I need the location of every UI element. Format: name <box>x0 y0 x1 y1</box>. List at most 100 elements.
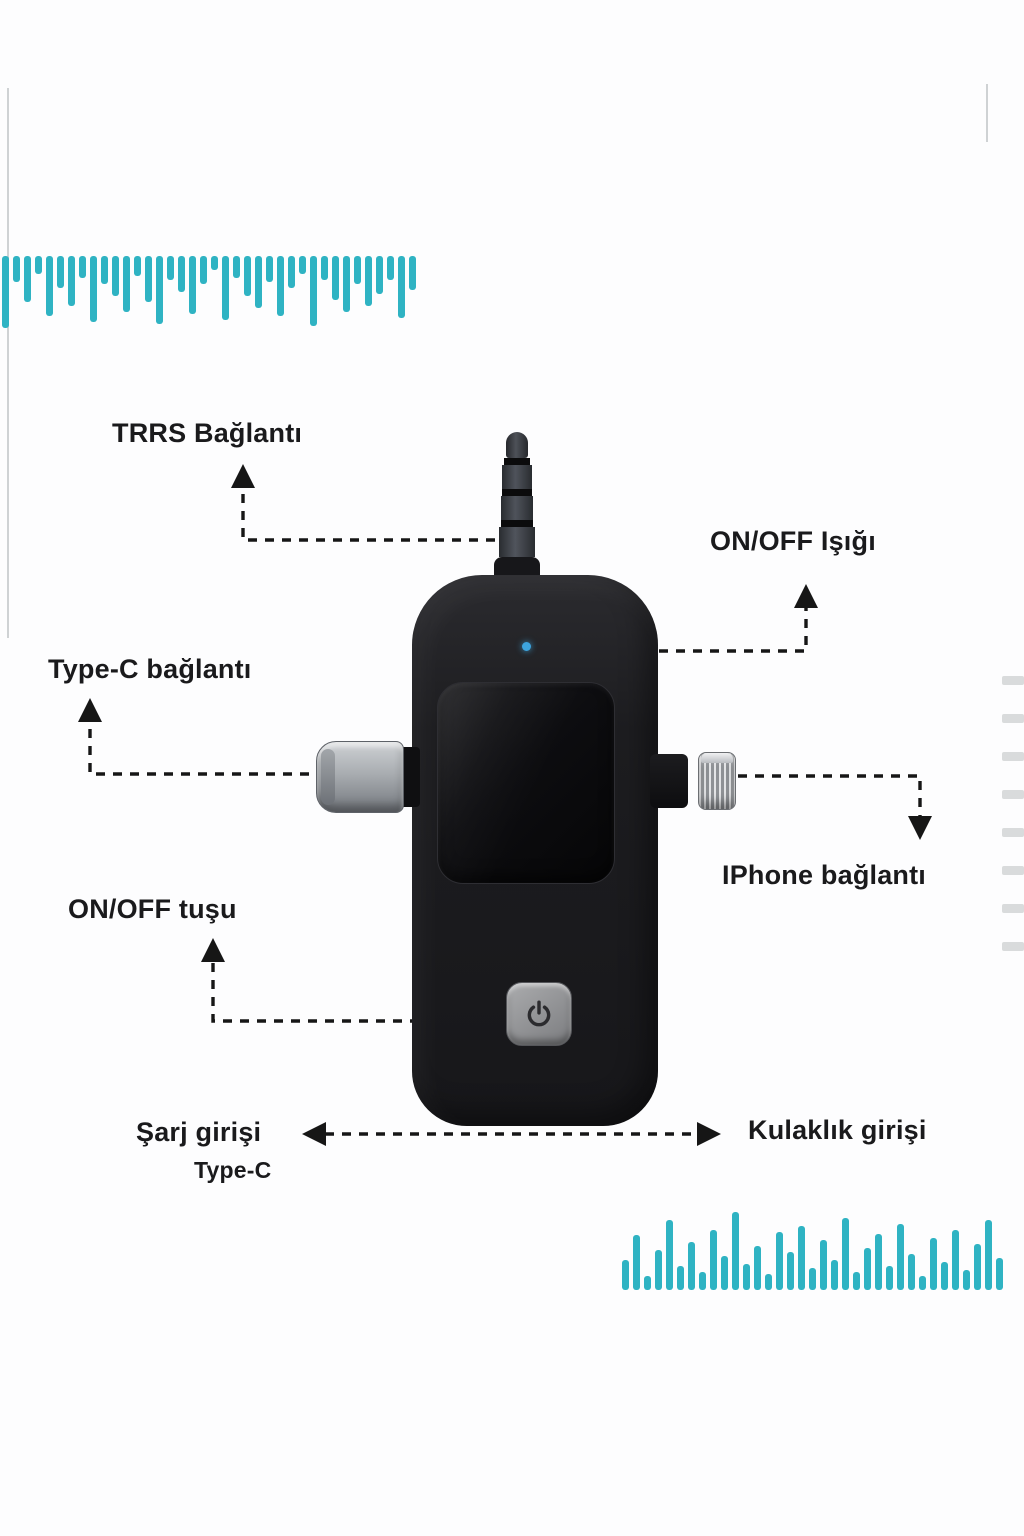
jack-base <box>494 557 540 578</box>
waveform-bar <box>354 256 361 284</box>
waveform-bar <box>974 1244 981 1290</box>
waveform-bar <box>765 1274 772 1290</box>
arrowhead-onoff-light <box>794 584 818 608</box>
waveform-bar <box>398 256 405 318</box>
waveform-bar <box>996 1258 1003 1290</box>
arrow-iphone <box>738 774 922 818</box>
waveform-bar <box>787 1252 794 1290</box>
label-iphone-connection: IPhone bağlantı <box>722 860 927 890</box>
arrowhead-typec <box>78 698 102 722</box>
edge-mark <box>1002 752 1024 761</box>
jack-segment <box>502 465 532 489</box>
audio-waveform-bottom <box>622 1206 1003 1290</box>
waveform-bar <box>655 1250 662 1290</box>
waveform-bar <box>57 256 64 288</box>
iphone-connector-tab <box>650 754 688 808</box>
arrowhead-iphone <box>908 816 932 840</box>
waveform-bar <box>277 256 284 316</box>
trrs-jack <box>494 432 540 578</box>
waveform-bar <box>842 1218 849 1290</box>
waveform-bar <box>288 256 295 288</box>
label-onoff-light: ON/OFF Işığı <box>710 526 876 556</box>
waveform-bar <box>167 256 174 280</box>
edge-artifact-top-right <box>986 84 988 142</box>
waveform-bar <box>156 256 163 324</box>
waveform-bar <box>699 1272 706 1290</box>
waveform-bar <box>409 256 416 290</box>
waveform-bar <box>853 1272 860 1290</box>
waveform-bar <box>79 256 86 278</box>
waveform-bar <box>343 256 350 312</box>
waveform-bar <box>776 1232 783 1290</box>
waveform-bar <box>919 1276 926 1290</box>
waveform-bar <box>376 256 383 294</box>
jack-ring <box>501 520 533 527</box>
waveform-bar <box>222 256 229 320</box>
waveform-bar <box>145 256 152 302</box>
waveform-bar <box>233 256 240 278</box>
waveform-bar <box>299 256 306 274</box>
jack-tip <box>506 432 528 458</box>
label-trrs-connection: TRRS Bağlantı <box>112 418 303 448</box>
edge-mark <box>1002 942 1024 951</box>
waveform-bar <box>820 1240 827 1290</box>
label-headphone-input: Kulaklık girişi <box>748 1115 927 1145</box>
label-onoff-button: ON/OFF tuşu <box>68 894 237 924</box>
waveform-bar <box>831 1260 838 1290</box>
waveform-bar <box>864 1248 871 1290</box>
waveform-bar <box>633 1235 640 1290</box>
jack-ring <box>502 489 532 496</box>
waveform-bar <box>332 256 339 300</box>
jack-segment <box>501 496 533 520</box>
edge-mark <box>1002 714 1024 723</box>
label-typec-connection: Type-C bağlantı <box>48 654 252 684</box>
edge-artifact-left <box>7 88 9 638</box>
waveform-bar <box>930 1238 937 1290</box>
waveform-bar <box>255 256 262 308</box>
edge-mark <box>1002 866 1024 875</box>
arrowhead-trrs <box>231 464 255 488</box>
arrowhead-onoff-button <box>201 938 225 962</box>
waveform-bar <box>908 1254 915 1290</box>
waveform-bar <box>732 1212 739 1290</box>
waveform-bar <box>710 1230 717 1290</box>
waveform-bar <box>985 1220 992 1290</box>
waveform-bar <box>952 1230 959 1290</box>
waveform-bar <box>46 256 53 316</box>
waveform-bar <box>754 1246 761 1290</box>
waveform-bar <box>721 1256 728 1290</box>
label-charge-input: Şarj girişi <box>136 1117 262 1147</box>
arrow-trrs <box>241 486 512 542</box>
waveform-bar <box>310 256 317 326</box>
waveform-bar <box>101 256 108 284</box>
device-front-panel <box>437 682 615 884</box>
label-charge-type: Type-C <box>194 1157 272 1183</box>
power-icon <box>527 1000 551 1027</box>
waveform-bar <box>123 256 130 312</box>
waveform-bar <box>365 256 372 306</box>
waveform-bar <box>2 256 9 328</box>
waveform-bar <box>35 256 42 274</box>
waveform-bar <box>677 1266 684 1290</box>
power-button <box>506 982 572 1046</box>
waveform-bar <box>886 1266 893 1290</box>
waveform-bar <box>266 256 273 282</box>
onoff-led <box>522 642 531 651</box>
waveform-bar <box>688 1242 695 1290</box>
waveform-bar <box>112 256 119 296</box>
waveform-bar <box>189 256 196 314</box>
waveform-bar <box>809 1268 816 1290</box>
waveform-bar <box>387 256 394 280</box>
jack-ring <box>504 458 530 465</box>
waveform-bar <box>211 256 218 270</box>
waveform-bar <box>897 1224 904 1290</box>
waveform-bar <box>200 256 207 284</box>
edge-mark <box>1002 828 1024 837</box>
jack-segment <box>499 527 535 557</box>
waveform-bar <box>68 256 75 306</box>
waveform-bar <box>644 1276 651 1290</box>
waveform-bar <box>798 1226 805 1290</box>
waveform-bar <box>24 256 31 302</box>
waveform-bar <box>666 1220 673 1290</box>
